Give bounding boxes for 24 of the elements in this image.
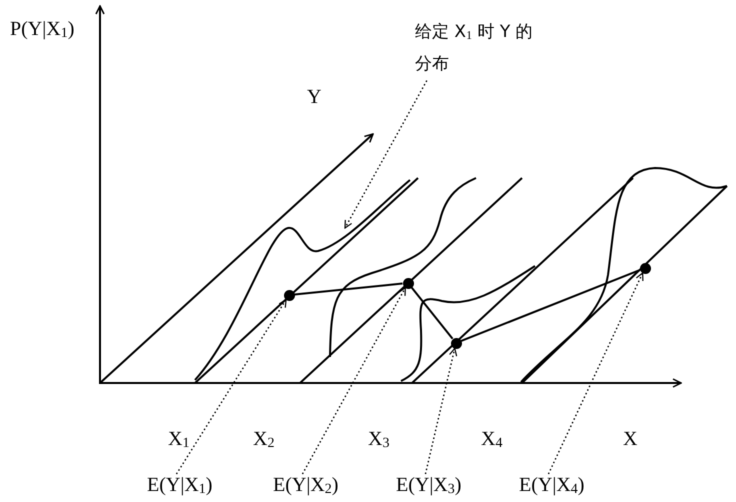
expectation-label: E(Y|X$_{3}$) bbox=[396, 474, 462, 498]
regression-line bbox=[460, 269, 640, 342]
data-point bbox=[450, 338, 462, 348]
expectation-label: E(Y|X$_{1}$) bbox=[147, 474, 212, 498]
regression-line bbox=[410, 286, 454, 340]
annotation-text: 给定 X$_{1}$ 时 Y 的分布 bbox=[415, 16, 533, 81]
leader-line bbox=[424, 348, 458, 474]
tick-label: X$_{3}$ bbox=[368, 428, 390, 452]
tick-label: X$_{1}$ bbox=[168, 428, 190, 452]
leader-line bbox=[176, 299, 287, 474]
data-point bbox=[284, 290, 294, 300]
leader-line bbox=[548, 272, 644, 474]
axis-label: P(Y|X$_{1}$) bbox=[10, 18, 74, 42]
expectation-label: E(Y|X$_{4}$) bbox=[519, 474, 584, 498]
expectation-label: E(Y|X$_{2}$) bbox=[273, 474, 338, 498]
data-point bbox=[402, 278, 414, 288]
leader-line bbox=[344, 80, 428, 229]
tick-label: X$_{2}$ bbox=[253, 428, 274, 452]
axis-label: Y bbox=[307, 86, 322, 108]
data-point bbox=[640, 262, 650, 274]
regression-line bbox=[294, 282, 403, 296]
leader-line bbox=[302, 287, 406, 474]
tick-label: X$_{4}$ bbox=[481, 428, 502, 452]
axis-label: X bbox=[623, 428, 638, 450]
